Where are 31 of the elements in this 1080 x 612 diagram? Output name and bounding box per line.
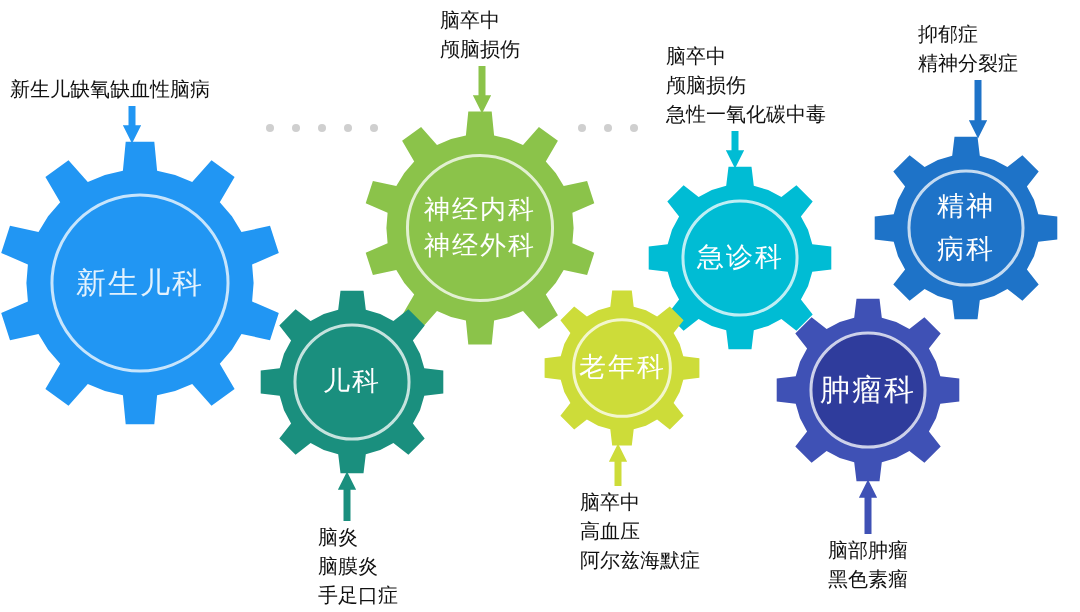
department-label: 儿科 — [323, 365, 381, 399]
condition-label: 急性一氧化碳中毒 — [666, 102, 826, 127]
department-label: 新生儿科 — [76, 265, 204, 301]
condition-label: 新生儿缺氧缺血性脑病 — [10, 77, 210, 102]
gear-shape — [544, 290, 700, 446]
condition-label: 颅脑损伤 — [666, 73, 746, 98]
condition-label: 脑膜炎 — [318, 554, 378, 579]
department-label: 精神病科 — [936, 189, 996, 266]
condition-label: 脑卒中 — [580, 490, 640, 515]
condition-label: 抑郁症 — [918, 22, 978, 47]
gear-shape — [874, 136, 1058, 320]
department-label: 肿瘤科 — [820, 372, 916, 408]
department-label: 急诊科 — [696, 241, 784, 275]
condition-label: 手足口症 — [318, 583, 398, 608]
condition-label: 脑卒中 — [666, 44, 726, 69]
condition-label: 阿尔兹海默症 — [580, 548, 700, 573]
condition-label: 脑部肿瘤 — [828, 538, 908, 563]
department-label: 老年科 — [578, 351, 666, 385]
gear-shape — [648, 166, 832, 350]
department-label: 神经外科 — [424, 230, 536, 262]
condition-label: 脑炎 — [318, 525, 358, 550]
gear-shape — [363, 111, 597, 345]
condition-label: 黑色素瘤 — [828, 567, 908, 592]
department-label: 神经内科 — [424, 193, 536, 226]
gear-shape — [260, 290, 444, 474]
gear-shape — [0, 141, 282, 425]
condition-label: 高血压 — [580, 519, 640, 544]
condition-label: 精神分裂症 — [918, 51, 1018, 76]
condition-label: 颅脑损伤 — [440, 37, 520, 62]
gear-shape — [776, 298, 960, 482]
condition-label: 脑卒中 — [440, 8, 500, 33]
